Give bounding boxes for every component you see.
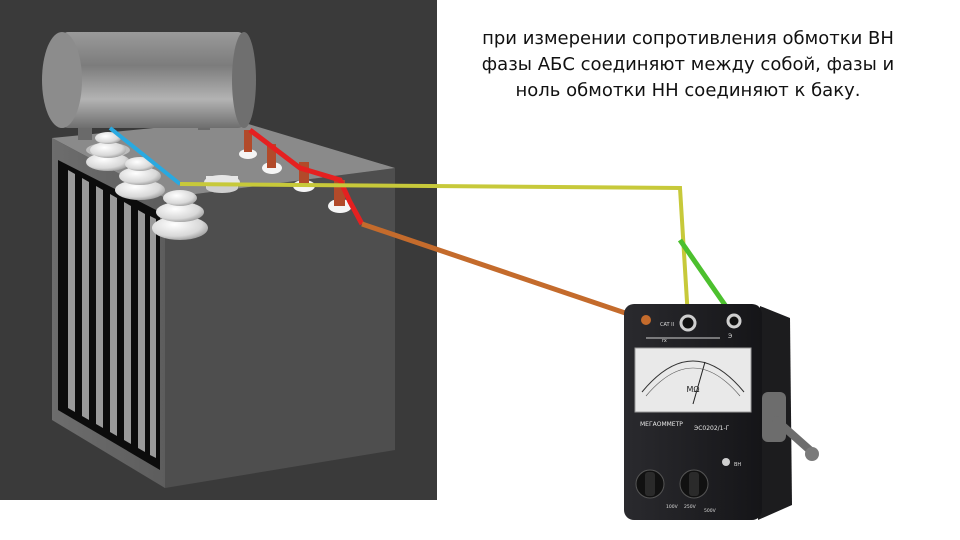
caption-line-1: при измерении сопротивления обмотки ВН [482,28,894,49]
rx-label: rx [662,338,667,344]
wire-lv-bridge [248,128,365,226]
wire-hv-bridge [108,126,182,186]
range-label-3: 500V [704,508,717,514]
wire-lv-to-meter [361,221,647,323]
meter-brand: МЕГАОММЕТР [640,421,683,428]
wires [108,126,737,323]
caption-line-2: фазы АБС соединяют между собой, фазы и [481,54,895,75]
wire-line-terminal [179,182,690,319]
hv-label: ВН [734,462,741,468]
hv-bushing-c [152,190,208,240]
caption-line-3: ноль обмотки НН соединяют к баку. [515,80,861,101]
cat-label: CAT II [660,322,674,328]
cooling-fins [58,160,160,470]
range-label-2: 250V [684,504,697,510]
transformer [42,32,395,488]
screen-terminal-label: Э [728,333,732,340]
range-label-1: 100V [666,504,679,510]
dial-unit: MΩ [686,385,699,394]
conservator-tank [42,32,256,128]
meter-dial [634,347,752,413]
caption: при измерении сопротивления обмотки ВН ф… [440,26,936,104]
megohmmeter: CAT II rx Э MΩ МЕГАОММЕТР ЭС0202/1-Г 100… [624,304,819,520]
terminal-line [679,314,697,332]
hv-bushing-a [86,132,130,171]
terminal-earth [726,313,742,329]
hv-bushing-b [115,157,165,200]
meter-model: ЭС0202/1-Г [694,425,730,432]
transformer-side [165,168,395,488]
terminal-rx [641,315,651,325]
hv-indicator [722,458,730,466]
